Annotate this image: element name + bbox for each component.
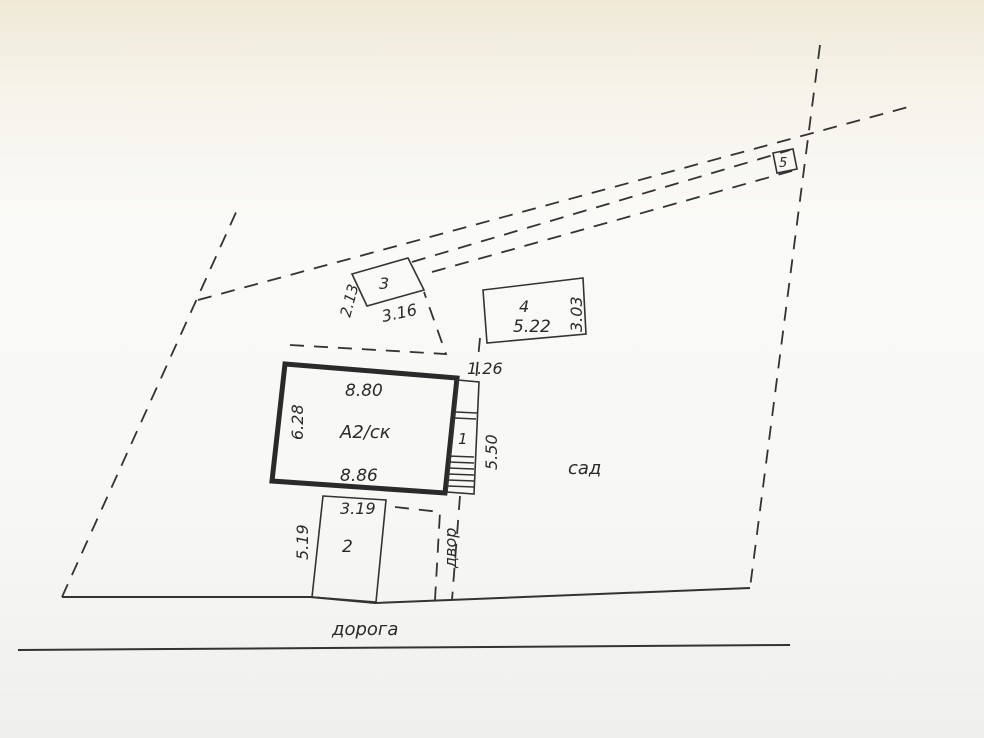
plot-left-boundary (61, 207, 239, 598)
main-building-label: А2/ск (339, 422, 391, 443)
main-building-side-dim: 6.28 (288, 404, 307, 440)
plot-right-boundary (749, 44, 821, 589)
plot-front-boundary (62, 587, 751, 605)
road-label: дорога (331, 619, 398, 640)
building-4-length-dim: 5.22 (513, 317, 551, 337)
inner-yard-boundary (289, 291, 448, 355)
road-line (17, 644, 791, 651)
building-4: 4 5.22 3.03 (482, 277, 587, 344)
building-2-label: 2 (342, 537, 353, 557)
main-building-top-dim: 8.80 (345, 381, 383, 401)
main-building-bottom-dim: 8.86 (340, 466, 378, 486)
building-3-side-dim: 2.13 (336, 282, 362, 319)
porch-width-dim: 1.26 (467, 359, 503, 378)
porch-label: 1 (458, 430, 468, 448)
building-2: 3.19 2 5.19 (293, 495, 387, 603)
yard-dash (394, 506, 441, 601)
building-3-length-dim: 3.16 (380, 300, 419, 326)
building-5-label: 5 (779, 156, 787, 171)
building-3: 3 3.16 2.13 (336, 257, 426, 326)
main-building: 8.80 А2/ск 8.86 6.28 (269, 361, 460, 496)
building-3-label: 3 (379, 274, 389, 293)
garden-label: сад (568, 458, 601, 479)
building-5: 5 (772, 148, 798, 174)
building-4-side-dim: 3.03 (567, 296, 586, 332)
yard-dash-2 (451, 495, 461, 601)
neighbor-boundary-1 (411, 149, 791, 263)
porch-dash-top (475, 337, 481, 381)
porch-length-dim: 5.50 (482, 434, 501, 470)
building-4-label: 4 (519, 297, 529, 316)
building-2-width-dim: 3.19 (340, 499, 376, 518)
building-2-length-dim: 5.19 (293, 524, 312, 560)
porch-1: 1 1.26 5.50 (446, 359, 503, 495)
yard-label: двор (441, 528, 460, 569)
neighbor-boundary-2 (431, 169, 796, 273)
plot-back-boundary (197, 105, 913, 301)
